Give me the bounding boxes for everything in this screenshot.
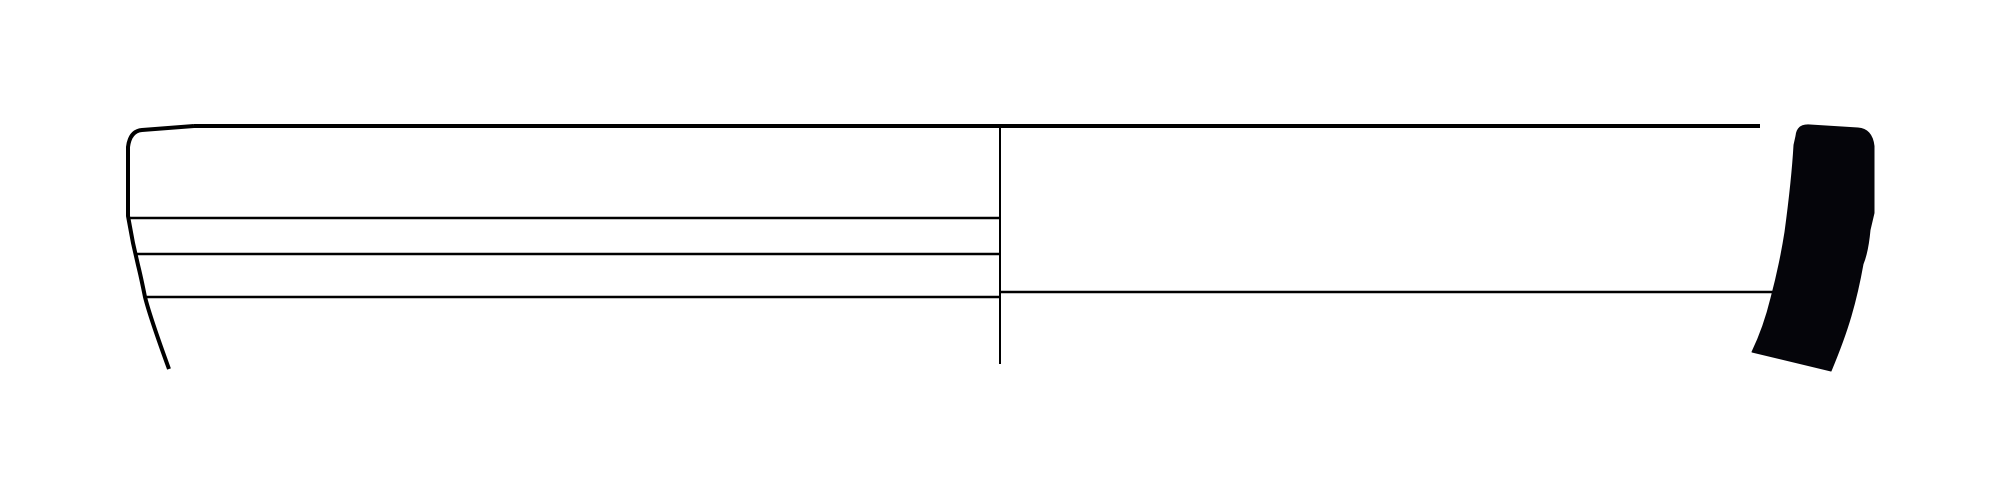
exterior-profile-outline xyxy=(126,124,1760,370)
wall-section-fill xyxy=(1751,124,1875,372)
